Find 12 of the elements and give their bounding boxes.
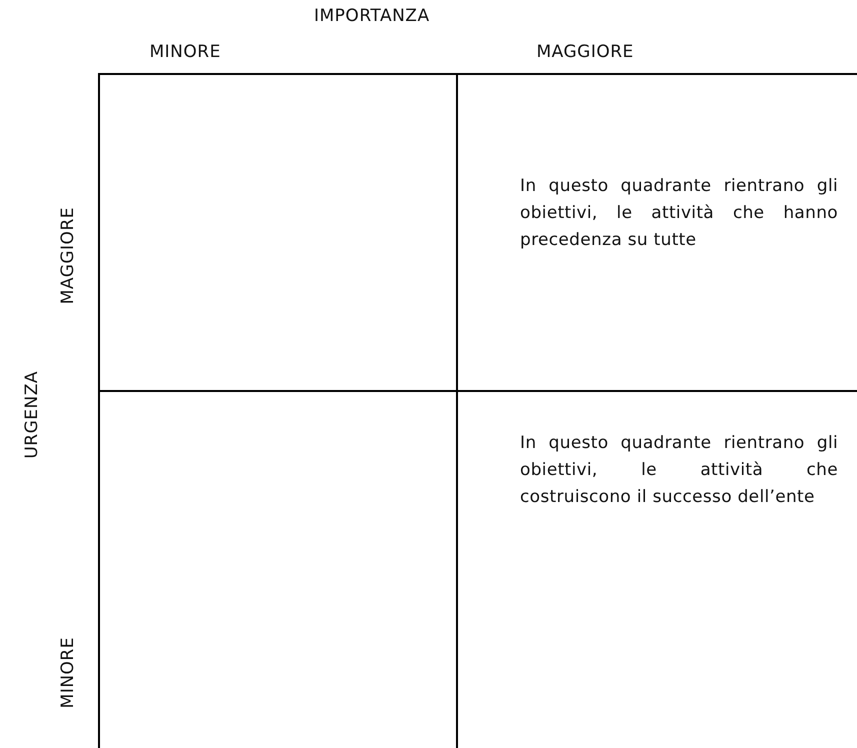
axis-category-label: MINORE [150, 42, 221, 62]
axis-category-label: MAGGIORE [58, 206, 78, 304]
axis-category-label: MAGGIORE [536, 42, 634, 62]
quadrant-description: In questo quadrante rientrano gli obiettivi, le attività che costruiscono il successo dell’ente [520, 432, 838, 509]
axis-title: URGENZA [22, 371, 42, 459]
matrix-quadrant [456, 390, 857, 748]
axis-category-label: MINORE [58, 636, 78, 708]
matrix-quadrant [456, 73, 857, 390]
matrix-quadrant [98, 390, 456, 748]
quadrant-description: In questo quadrante rientrano gli obiettivi, le attività che hanno precedenza su tutte [520, 175, 838, 252]
matrix-quadrant [98, 73, 456, 390]
axis-title: IMPORTANZA [314, 6, 430, 26]
